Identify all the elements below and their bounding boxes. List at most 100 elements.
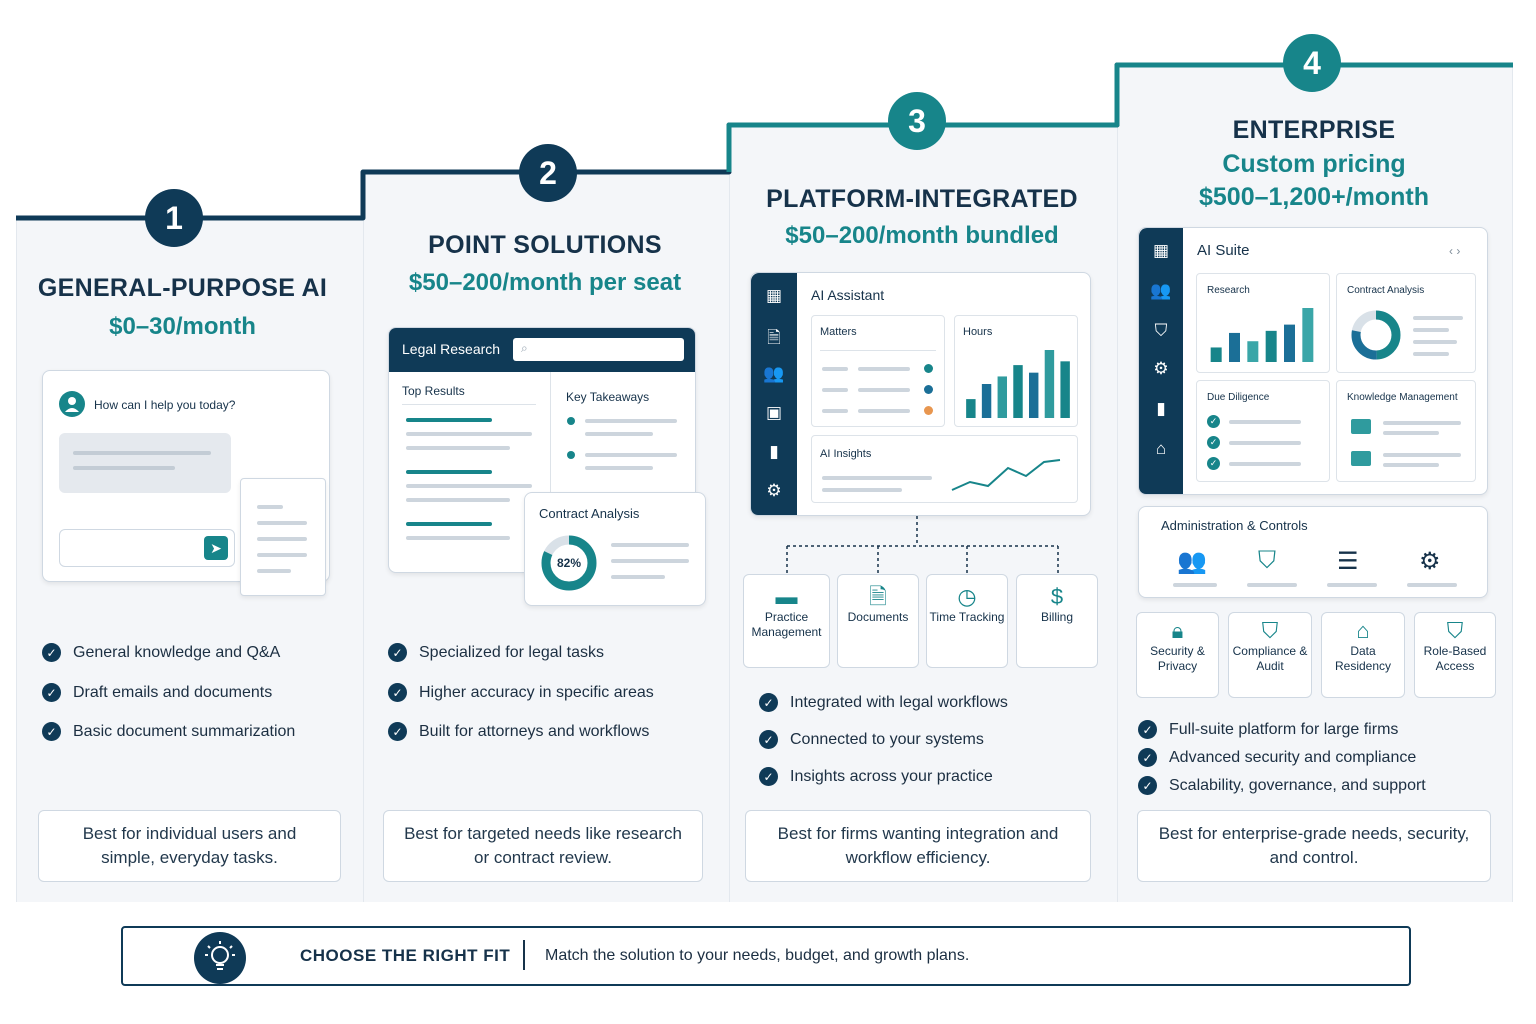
grid-icon[interactable]: ▦ xyxy=(765,286,783,305)
shield-lock-icon[interactable]: ⛉ xyxy=(1258,547,1276,574)
tier-2-feature: ✓Higher accuracy in specific areas xyxy=(388,683,654,702)
document-icon: 🗎 xyxy=(869,584,887,609)
admin-controls-panel: Administration & Controls 👥 ⛉ ☰ ⚙ xyxy=(1138,506,1488,598)
check-icon: ✓ xyxy=(388,722,407,741)
search-icon: ⌕ xyxy=(521,341,528,355)
check-icon: ✓ xyxy=(42,643,61,662)
tier-4-title: ENTERPRISE xyxy=(1232,116,1396,144)
gear-icon[interactable]: ⚙ xyxy=(1419,548,1441,575)
check-icon: ✓ xyxy=(1138,748,1157,767)
check-icon: ✓ xyxy=(388,643,407,662)
users-icon[interactable]: 👥 xyxy=(1177,548,1207,575)
tier-2-feature: ✓Built for attorneys and workflows xyxy=(388,722,649,741)
document-icon xyxy=(240,478,326,596)
building-icon: ⌂ xyxy=(1356,618,1370,643)
gear-icon[interactable]: ⚙ xyxy=(1153,359,1169,378)
tier-4-badge: 4 xyxy=(1283,34,1341,92)
research-bar xyxy=(1229,332,1240,362)
tier-1-title: GENERAL-PURPOSE AI xyxy=(37,274,328,302)
gear-icon[interactable]: ⚙ xyxy=(766,481,782,500)
research-header: Legal Research ⌕ xyxy=(389,328,695,372)
assistant-sidebar: ▦ 🗎 👥 ▣ ▮ ⚙ xyxy=(751,273,797,515)
shield-check-icon: ⛉ xyxy=(1261,618,1279,643)
ai-assistant-window: ▦ 🗎 👥 ▣ ▮ ⚙ AI Assistant Matters Hours A… xyxy=(750,272,1091,516)
module-data-residency[interactable]: ⌂Data Residency xyxy=(1321,612,1405,698)
suite-sidebar: ▦ 👥 ⛉ ⚙ ▮ ⌂ xyxy=(1139,228,1183,494)
folder-icon xyxy=(1351,451,1371,466)
clock-icon: ◷ xyxy=(957,584,977,609)
send-icon[interactable]: ➤ xyxy=(204,536,228,560)
chat-input[interactable]: ➤ xyxy=(59,529,235,567)
user-shield-icon: ⛉ xyxy=(1446,618,1464,643)
chevron-nav-icon[interactable]: ‹ › xyxy=(1449,244,1461,258)
matters-label: Matters xyxy=(820,326,857,338)
tier-3-title: PLATFORM-INTEGRATED xyxy=(766,185,1078,213)
staircase-line xyxy=(16,62,1513,221)
lightbulb-icon xyxy=(194,932,246,984)
lock-icon: 🔒︎ xyxy=(1171,618,1184,643)
research-bar xyxy=(1284,324,1295,362)
tier-1-best-for: Best for individual users and simple, ev… xyxy=(38,810,341,882)
tier-4-feature: ✓Advanced security and compliance xyxy=(1138,748,1416,767)
module-documents[interactable]: 🗎Documents xyxy=(837,574,919,668)
calendar-icon[interactable]: ▣ xyxy=(765,403,783,422)
module-security-privacy[interactable]: 🔒︎Security & Privacy xyxy=(1136,612,1219,698)
module-billing[interactable]: $Billing xyxy=(1016,574,1098,668)
chart-icon[interactable]: ▮ xyxy=(769,442,779,461)
module-role-based-access[interactable]: ⛉Role-Based Access xyxy=(1414,612,1496,698)
tier-3-badge: 3 xyxy=(888,92,946,150)
tier-3-best-for: Best for firms wanting integration and w… xyxy=(745,810,1091,882)
insights-panel: AI Insights xyxy=(811,435,1078,503)
folder-icon: ▬ xyxy=(775,584,798,609)
suite-title: AI Suite xyxy=(1197,242,1250,259)
research-title: Legal Research xyxy=(402,341,501,357)
footer-heading: CHOOSE THE RIGHT FIT xyxy=(300,946,511,965)
grid-icon[interactable]: ▦ xyxy=(1152,241,1170,260)
tier-1-feature: ✓Basic document summarization xyxy=(42,722,295,741)
dollar-icon: $ xyxy=(1050,584,1064,609)
suite-panel-due-diligence: Due Diligence ✓ ✓ ✓ xyxy=(1196,380,1330,482)
check-icon: ✓ xyxy=(42,722,61,741)
contract-percent: 82% xyxy=(556,556,582,570)
contract-title: Contract Analysis xyxy=(539,506,640,521)
document-icon[interactable]: 🗎 xyxy=(767,328,781,347)
chat-prompt: How can I help you today? xyxy=(94,398,236,412)
check-icon: ✓ xyxy=(42,683,61,702)
bank-icon[interactable]: ⌂ xyxy=(1155,439,1167,458)
chat-window: How can I help you today? ➤ xyxy=(42,370,330,582)
users-icon[interactable]: 👥 xyxy=(1150,281,1172,300)
module-connectors xyxy=(786,516,1059,574)
research-bar xyxy=(1210,347,1222,362)
hours-bar xyxy=(1029,372,1039,418)
tier-2-title: POINT SOLUTIONS xyxy=(428,231,662,259)
check-icon: ✓ xyxy=(388,683,407,702)
module-compliance-audit[interactable]: ⛉Compliance & Audit xyxy=(1228,612,1312,698)
research-bar xyxy=(1247,341,1259,362)
suite-panel-research: Research xyxy=(1196,273,1330,373)
suite-panel-contract-analysis: Contract Analysis xyxy=(1336,273,1476,373)
tier-2-badge: 2 xyxy=(519,144,577,202)
admin-title: Administration & Controls xyxy=(1161,518,1308,533)
research-search-input[interactable]: ⌕ xyxy=(513,338,684,361)
tier-1-badge: 1 xyxy=(145,189,203,247)
shield-icon[interactable]: ⛉ xyxy=(1154,321,1168,340)
tier-3-feature: ✓Integrated with legal workflows xyxy=(759,693,1008,712)
hours-label: Hours xyxy=(963,326,993,338)
research-bar xyxy=(1265,330,1277,362)
tier-1-feature: ✓Draft emails and documents xyxy=(42,683,272,702)
list-icon[interactable]: ☰ xyxy=(1337,548,1359,575)
assistant-avatar-icon xyxy=(59,391,85,417)
module-practice-management[interactable]: ▬Practice Management xyxy=(743,574,830,668)
contract-pie xyxy=(1351,310,1401,360)
hours-bar xyxy=(1044,350,1055,418)
assistant-title: AI Assistant xyxy=(811,287,885,303)
users-icon[interactable]: 👥 xyxy=(763,364,785,383)
chart-icon[interactable]: ▮ xyxy=(1156,399,1166,418)
contract-donut xyxy=(541,535,597,591)
matters-panel: Matters xyxy=(811,315,945,427)
footer-banner: CHOOSE THE RIGHT FIT Match the solution … xyxy=(121,926,1411,986)
module-time-tracking[interactable]: ◷Time Tracking xyxy=(926,574,1008,668)
hours-bar xyxy=(1060,361,1070,418)
research-chart xyxy=(1210,308,1314,362)
insights-trend-line xyxy=(951,459,1061,491)
